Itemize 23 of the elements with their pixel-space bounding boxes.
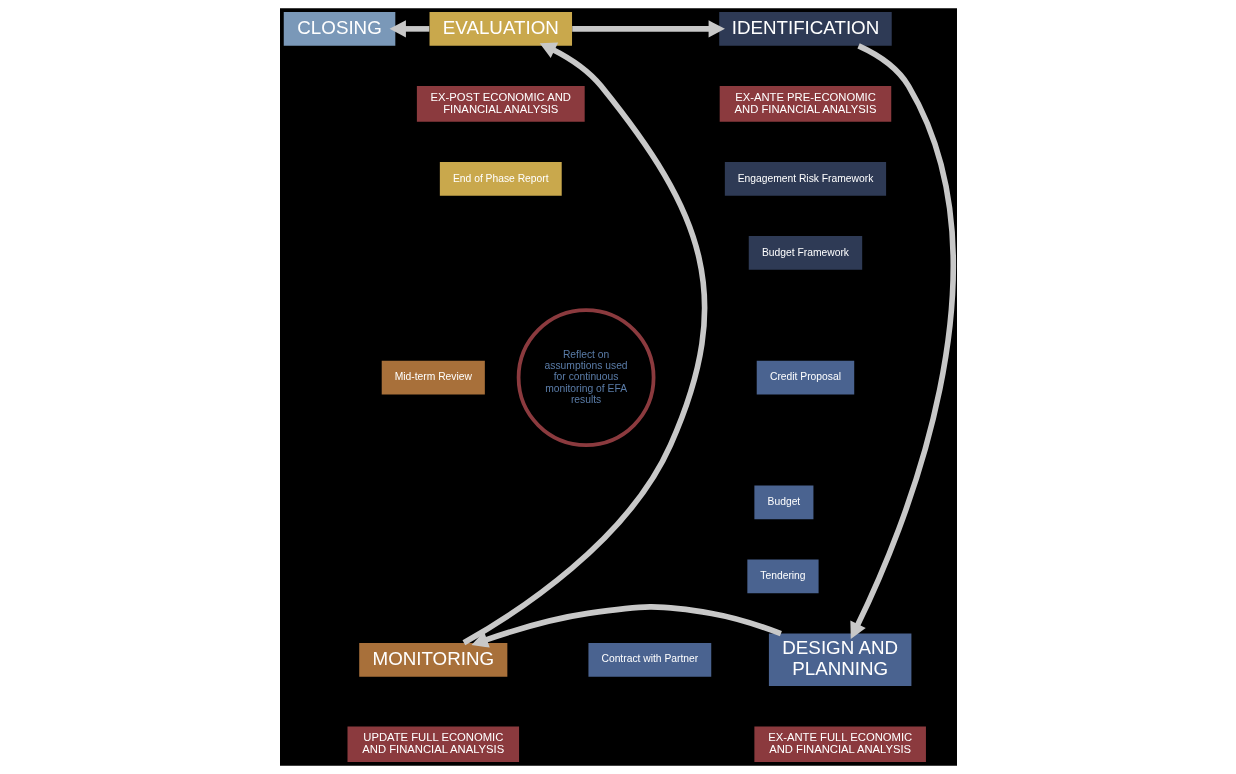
node-box: Mid-term Review	[381, 360, 485, 395]
arrow	[389, 20, 429, 38]
node-box: MONITORING	[358, 642, 507, 677]
node-box: EX-ANTE PRE-ECONOMIC AND FINANCIAL ANALYSIS	[719, 86, 891, 122]
node-box: CLOSING	[283, 12, 395, 46]
node-box: Tendering	[746, 559, 819, 594]
node-box: Engagement Risk Framework	[724, 162, 886, 196]
node-box: DESIGN AND PLANNING	[768, 633, 911, 687]
arrow	[849, 43, 956, 639]
node-circle: Reflect on assumptions used for continuous monitoring of EFA results	[516, 308, 655, 447]
node-box: Budget	[753, 485, 813, 520]
node-box: EVALUATION	[429, 12, 572, 46]
node-box: IDENTIFICATION	[718, 12, 892, 46]
arrow	[571, 20, 725, 38]
node-box: UPDATE FULL ECONOMIC AND FINANCIAL ANALYSIS	[347, 726, 519, 762]
arrow	[462, 42, 707, 646]
node-box: Credit Proposal	[756, 360, 854, 395]
arrow	[470, 604, 782, 648]
node-box: EX-ANTE FULL ECONOMIC AND FINANCIAL ANALYSIS	[753, 726, 926, 762]
node-box: End of Phase Report	[439, 162, 562, 196]
node-box: EX-POST ECONOMIC AND FINANCIAL ANALYSIS	[416, 86, 585, 122]
node-box: Contract with Partner	[587, 642, 711, 677]
node-box: Budget Framework	[748, 236, 862, 270]
